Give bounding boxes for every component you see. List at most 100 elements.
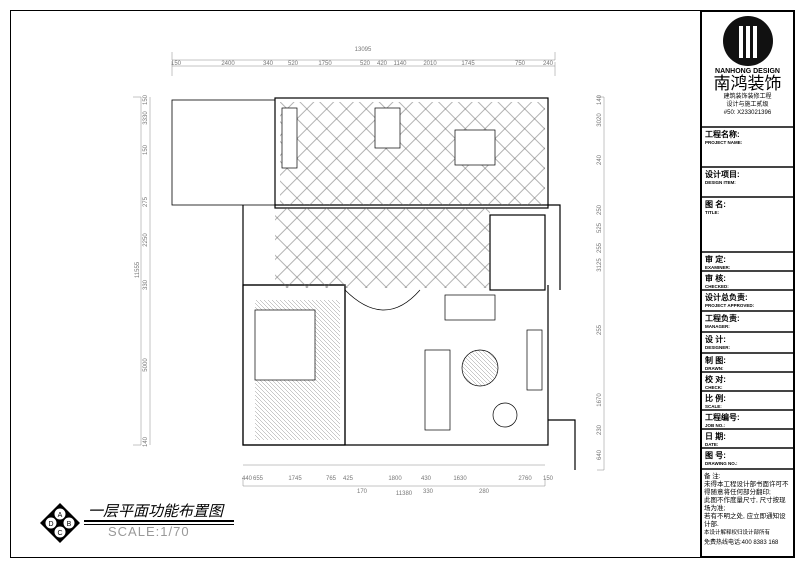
notes-title: 备 注:	[704, 473, 721, 480]
dimension-lines	[133, 52, 605, 487]
field-label-cn: 制 图:	[705, 356, 726, 365]
dimension-label: 3330	[143, 111, 149, 125]
kitchen-dining-tile	[280, 102, 545, 205]
dimension-label: 1140	[394, 61, 408, 67]
title-block: NANHONG DESIGN 南鸿装饰 建筑装饰装修工程 设计与施工贰级 #50…	[700, 10, 795, 558]
column-logo-icon	[722, 16, 773, 66]
dimension-label: 330	[423, 489, 434, 495]
title-block-field: 比 例:SCALE:	[702, 392, 793, 411]
dimension-label: 11555	[135, 261, 141, 278]
dimension-label: 11380	[396, 491, 413, 497]
field-label-cn: 审 核:	[705, 274, 726, 283]
dimension-label: 275	[143, 196, 149, 207]
dimension-label: 250	[597, 204, 603, 215]
field-label-cn: 设计项目:	[705, 170, 740, 179]
field-label-en: CHECKED:	[705, 284, 729, 289]
dimension-label: 655	[253, 476, 264, 482]
compass-symbol: A B C D	[40, 503, 80, 543]
dimension-label: 520	[288, 61, 299, 67]
dimension-label: 240	[543, 61, 554, 67]
title-block-field: 制 图:DRAWN:	[702, 354, 793, 373]
dimension-label: 240	[597, 154, 603, 165]
dimension-label: 2760	[518, 476, 532, 482]
field-label-en: PROJECT NAME:	[705, 140, 743, 145]
dimension-label: 1750	[318, 61, 332, 67]
dimension-label: 525	[597, 222, 603, 233]
field-label-en: EXAMINER:	[705, 265, 731, 270]
note-3: 若有不明之处, 应立即通知设计部.	[704, 513, 786, 528]
title-block-field: 工程负责:MANAGER:	[702, 312, 793, 333]
field-label-en: DESIGN ITEM:	[705, 180, 736, 185]
dimension-label: 150	[543, 476, 554, 482]
dimension-label: 3020	[597, 113, 603, 127]
title-block-field: 审 核:CHECKED:	[702, 272, 793, 291]
notes: 备 注: 未得本工程设计部书面许可不得随意将任何部分翻印; 此图不作度量尺寸, …	[702, 470, 793, 550]
dimension-label: 750	[515, 61, 526, 67]
field-label-en: DESIGNER:	[705, 345, 731, 350]
title-block-field: 图 号:DRAWING NO.:	[702, 449, 793, 470]
field-label-cn: 图 号:	[705, 451, 726, 460]
company-logo-block: NANHONG DESIGN 南鸿装饰 建筑装饰装修工程 设计与施工贰级 #50…	[702, 16, 793, 128]
hotline: 免费热线电话:400 8383 168	[704, 540, 779, 546]
drawing-scale: SCALE:1/70	[108, 524, 190, 539]
company-name-en: NANHONG DESIGN	[715, 68, 780, 75]
title-block-field: 审 定:EXAMINER:	[702, 253, 793, 272]
title-block-field: 校 对:CHECK:	[702, 373, 793, 392]
dimension-label: 150	[171, 61, 182, 67]
qualification-1: 建筑装饰装修工程	[723, 94, 772, 100]
field-label-en: SCALE:	[705, 404, 722, 409]
field-label-cn: 工程负责:	[705, 314, 740, 323]
field-label-en: DRAWN:	[705, 366, 724, 371]
field-label-cn: 设计总负责:	[705, 293, 748, 302]
drawing-title: 一层平面功能布置图	[88, 502, 224, 520]
compass-a: A	[58, 512, 63, 519]
title-block-field: 图 名:TITLE:	[702, 198, 793, 253]
dimension-label: 425	[343, 476, 354, 482]
dimension-label: 150	[143, 144, 149, 155]
dimension-label: 330	[143, 279, 149, 290]
dimension-label: 640	[597, 449, 603, 460]
dimension-label: 140	[597, 94, 603, 105]
compass-d: D	[48, 521, 53, 528]
title-block-field: 设 计:DESIGNER:	[702, 333, 793, 354]
field-label-cn: 审 定:	[705, 255, 726, 264]
compass-c: C	[57, 530, 62, 537]
title-underline	[84, 520, 234, 525]
field-label-en: PROJECT APPROVED:	[705, 303, 755, 308]
dimension-label: 1670	[597, 393, 603, 407]
dimension-label: 430	[421, 476, 432, 482]
hall-tile	[275, 208, 490, 288]
dimension-label: 420	[377, 61, 388, 67]
field-label-cn: 图 名:	[705, 200, 726, 209]
dimension-label: 170	[357, 489, 368, 495]
dimension-label: 150	[143, 94, 149, 105]
field-label-en: TITLE:	[705, 210, 719, 215]
company-name-cn: 南鸿装饰	[713, 74, 782, 94]
qualification-2: 设计与施工贰级	[726, 102, 769, 108]
field-label-cn: 校 对:	[705, 375, 726, 384]
dimension-label: 1800	[388, 476, 402, 482]
dimension-label: 2010	[423, 61, 437, 67]
field-label-cn: 设 计:	[705, 335, 726, 344]
dimension-label: 520	[360, 61, 371, 67]
dimension-label: 230	[597, 424, 603, 435]
dimension-label: 340	[263, 61, 274, 67]
field-label-en: MANAGER:	[705, 324, 730, 329]
dimension-label: 765	[326, 476, 337, 482]
note-2: 此图不作度量尺寸, 尺寸按现场为准;	[704, 497, 786, 512]
cert-number: #50: X233021396	[723, 110, 772, 116]
note-1: 未得本工程设计部书面许可不得随意将任何部分翻印;	[704, 481, 789, 496]
title-block-field: 工程名称:PROJECT NAME:	[702, 128, 793, 168]
field-label-cn: 比 例:	[705, 394, 726, 403]
field-label-en: DATE:	[705, 442, 719, 447]
title-block-field: 设计项目:DESIGN ITEM:	[702, 168, 793, 198]
field-label-en: CHECK:	[705, 385, 723, 390]
dimension-label: 2250	[143, 233, 149, 247]
dimension-label: 1745	[461, 61, 475, 67]
field-label-cn: 日 期:	[705, 432, 726, 441]
dimension-label: 140	[143, 436, 149, 447]
dimension-label: 1630	[453, 476, 467, 482]
